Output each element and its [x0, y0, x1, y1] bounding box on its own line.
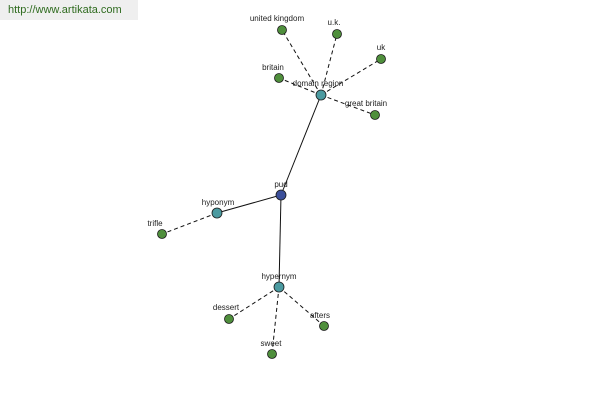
- node-united-kingdom[interactable]: [277, 25, 287, 35]
- edge-pud-domain-region: [280, 94, 322, 196]
- node-hyponym[interactable]: [211, 207, 223, 219]
- edge-domain-region-u-k: [320, 33, 338, 96]
- edge-pud-hyponym: [216, 194, 282, 214]
- edge-domain-region-uk: [320, 58, 382, 96]
- node-label-uk[interactable]: uk: [377, 43, 386, 52]
- node-trifle[interactable]: [157, 229, 167, 239]
- node-sweet[interactable]: [267, 349, 277, 359]
- node-label-afters[interactable]: afters: [310, 311, 330, 320]
- edge-domain-region-britain: [278, 77, 322, 96]
- labels-layer: pud domain region hyponym hypernym united ki…: [147, 14, 387, 348]
- nodes-layer: [157, 25, 386, 359]
- node-u-k[interactable]: [332, 29, 342, 39]
- node-label-dessert[interactable]: dessert: [213, 303, 240, 312]
- edge-hyponym-trifle: [161, 212, 218, 235]
- edge-hypernym-afters: [278, 286, 325, 327]
- edge-hypernym-dessert: [228, 286, 280, 320]
- edge-pud-hypernym: [278, 194, 282, 288]
- node-label-hyponym[interactable]: hyponym: [202, 198, 235, 207]
- node-pud[interactable]: [275, 189, 287, 201]
- node-great-britain[interactable]: [370, 110, 380, 120]
- node-label-great-britain[interactable]: great britain: [345, 99, 387, 108]
- edges-layer: [161, 29, 382, 355]
- node-label-britain[interactable]: britain: [262, 63, 284, 72]
- edge-hypernym-sweet: [271, 286, 280, 355]
- edge-domain-region-united-kingdom: [281, 29, 322, 96]
- node-label-pud[interactable]: pud: [274, 180, 287, 189]
- node-label-united-kingdom[interactable]: united kingdom: [250, 14, 305, 23]
- node-afters[interactable]: [319, 321, 329, 331]
- node-label-sweet[interactable]: sweet: [261, 339, 283, 348]
- node-label-trifle[interactable]: trifle: [147, 219, 163, 228]
- node-dessert[interactable]: [224, 314, 234, 324]
- node-hypernym[interactable]: [273, 281, 285, 293]
- node-domain-region[interactable]: [315, 89, 327, 101]
- node-label-u-k[interactable]: u.k.: [328, 18, 341, 27]
- node-uk[interactable]: [376, 54, 386, 64]
- node-label-hypernym[interactable]: hypernym: [261, 272, 296, 281]
- node-britain[interactable]: [274, 73, 284, 83]
- edge-domain-region-great-britain: [320, 94, 376, 116]
- node-label-domain-region[interactable]: domain region: [293, 79, 344, 88]
- watermark-link[interactable]: http://www.artikata.com: [0, 0, 138, 20]
